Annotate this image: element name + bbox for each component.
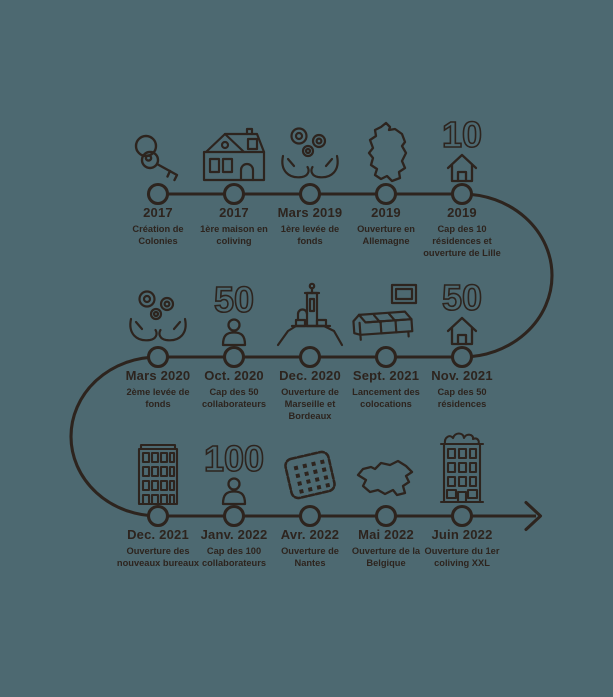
milestone-date: 2017 (219, 205, 249, 220)
milestone-description: Ouverture de Marseille et Bordeaux (281, 387, 339, 421)
timeline-node (222, 345, 246, 369)
timeline-node (298, 182, 322, 206)
milestone-date: Dec. 2020 (279, 368, 341, 383)
milestone-date: Dec. 2021 (127, 527, 189, 542)
milestone: 2019 Ouverture en Allemagne (340, 110, 432, 248)
milestone-description: Ouverture en Allemagne (357, 224, 415, 246)
keys-icon (112, 110, 204, 184)
hands-coins-icon (264, 110, 356, 184)
milestone: Mars 2019 1ère levée de fonds (264, 110, 356, 248)
count-house-icon: 10 (416, 110, 508, 184)
timeline-node (450, 182, 474, 206)
timeline-node (222, 504, 246, 528)
biscuit-icon (264, 428, 356, 506)
count-number: 10 (442, 116, 482, 155)
milestone: Mai 2022 Ouverture de la Belgique (340, 428, 432, 570)
office-building-icon (112, 428, 204, 506)
milestone: Dec. 2020 Ouverture de Marseille et Bord… (264, 273, 356, 423)
count-number: 50 (442, 279, 482, 318)
milestone-description: 1ère maison en coliving (200, 224, 268, 246)
milestone-date: Mars 2019 (277, 205, 343, 220)
coliving-house-icon (188, 110, 280, 184)
timeline-nodes (146, 182, 474, 528)
milestone: Sept. 2021 Lancement des colocations (340, 273, 432, 411)
count-number: 50 (214, 281, 254, 320)
hands-coins-icon (112, 273, 204, 347)
count-person-icon: 100 (188, 428, 280, 506)
milestone: 50 Oct. 2020 Cap des 50 collaborateurs (188, 273, 280, 411)
germany-map-icon (340, 110, 432, 184)
milestone-description: Ouverture de Nantes (281, 546, 339, 568)
milestone-date: Janv. 2022 (200, 527, 268, 542)
timeline-node (146, 182, 170, 206)
milestone-description: 2ème levée de fonds (126, 387, 190, 409)
milestone-description: Création de Colonies (132, 224, 184, 246)
milestone: 2017 1ère maison en coliving (188, 110, 280, 248)
milestone: Avr. 2022 Ouverture de Nantes (264, 428, 356, 570)
milestone-date: Mars 2020 (125, 368, 191, 383)
timeline-node (146, 504, 170, 528)
timeline-node (298, 345, 322, 369)
timeline-node (450, 345, 474, 369)
milestone-description: Lancement des colocations (352, 387, 420, 409)
milestone-date: Avr. 2022 (280, 527, 340, 542)
milestone: Juin 2022 Ouverture du 1er coliving XXL (416, 428, 508, 570)
milestone-date: 2019 (371, 205, 401, 220)
timeline-node (374, 182, 398, 206)
milestone-description: Cap des 50 résidences (437, 387, 487, 409)
timeline-arrowhead-icon (524, 500, 543, 532)
milestone: 100 Janv. 2022 Cap des 100 collaborateur… (188, 428, 280, 570)
sofa-frame-icon (340, 273, 432, 347)
milestone-date: Nov. 2021 (431, 368, 493, 383)
milestone: 2017 Création de Colonies (112, 110, 204, 248)
milestone-date: Oct. 2020 (204, 368, 264, 383)
count-house-icon: 50 (416, 273, 508, 347)
milestone: Dec. 2021 Ouverture des nouveaux bureaux (112, 428, 204, 570)
milestone-date: Sept. 2021 (352, 368, 420, 383)
milestone: Mars 2020 2ème levée de fonds (112, 273, 204, 411)
timeline-node (450, 504, 474, 528)
milestone-description: Cap des 10 résidences et ouverture de Li… (423, 224, 501, 258)
milestone-description: Cap des 50 collaborateurs (201, 387, 267, 409)
milestone: 50 Nov. 2021 Cap des 50 résidences (416, 273, 508, 411)
marseille-basilica-icon (264, 273, 356, 347)
belgium-map-icon (340, 428, 432, 506)
timeline-node (374, 345, 398, 369)
timeline-node (374, 504, 398, 528)
milestone-date: Mai 2022 (358, 527, 414, 542)
milestone-description: 1ère levée de fonds (280, 224, 340, 246)
milestone-description: Ouverture du 1er coliving XXL (424, 546, 500, 568)
count-person-icon: 50 (188, 273, 280, 347)
milestone-description: Ouverture des nouveaux bureaux (116, 546, 200, 568)
milestone-description: Ouverture de la Belgique (351, 546, 421, 568)
count-number: 100 (204, 440, 264, 479)
milestone-description: Cap des 100 collaborateurs (201, 546, 267, 568)
milestone-date: Juin 2022 (431, 527, 493, 542)
timeline-node (298, 504, 322, 528)
milestone-date: 2017 (143, 205, 173, 220)
timeline-node (146, 345, 170, 369)
coliving-xxl-building-icon (416, 428, 508, 506)
milestone-date: 2019 (447, 205, 477, 220)
milestone: 10 2019 Cap des 10 résidences et ouvertu… (416, 110, 508, 260)
timeline-node (222, 182, 246, 206)
